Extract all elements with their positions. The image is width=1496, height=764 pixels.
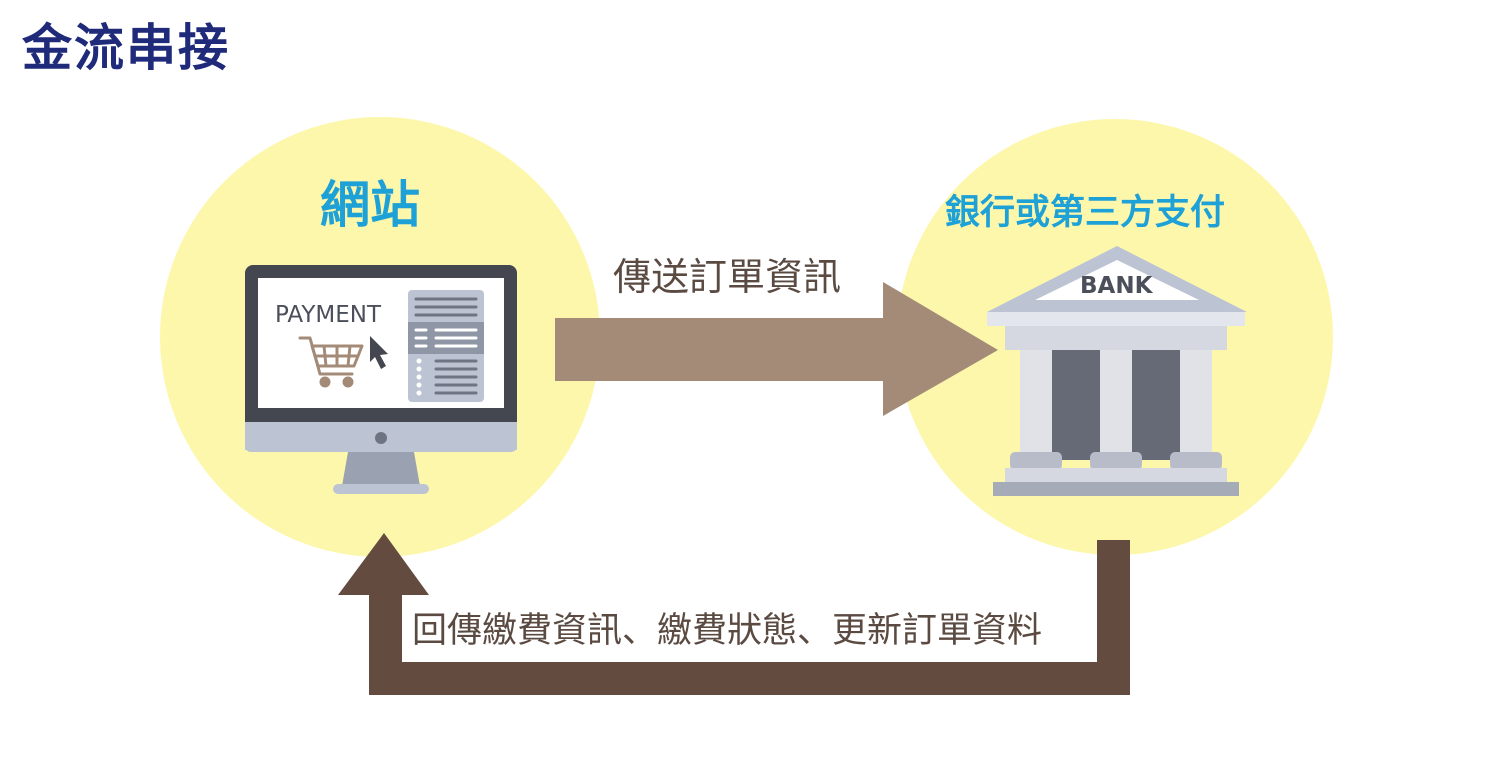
bank-building-icon: [987, 246, 1247, 496]
payment-screen-text: PAYMENT: [275, 302, 382, 328]
shopping-cart-icon: [298, 336, 364, 388]
website-node-label: 網站: [320, 176, 420, 234]
bank-node-label: 銀行或第三方支付: [945, 193, 1226, 233]
return-flow-label: 回傳繳費資訊、繳費狀態、更新訂單資料: [412, 611, 1043, 651]
return-arrow: [338, 533, 1130, 695]
cursor-arrow-icon: [370, 336, 388, 369]
forward-arrow: [555, 282, 998, 416]
forward-flow-label: 傳送訂單資訊: [613, 255, 842, 299]
page-title: 金流串接: [22, 19, 230, 77]
bank-sign-text: BANK: [1080, 273, 1153, 299]
